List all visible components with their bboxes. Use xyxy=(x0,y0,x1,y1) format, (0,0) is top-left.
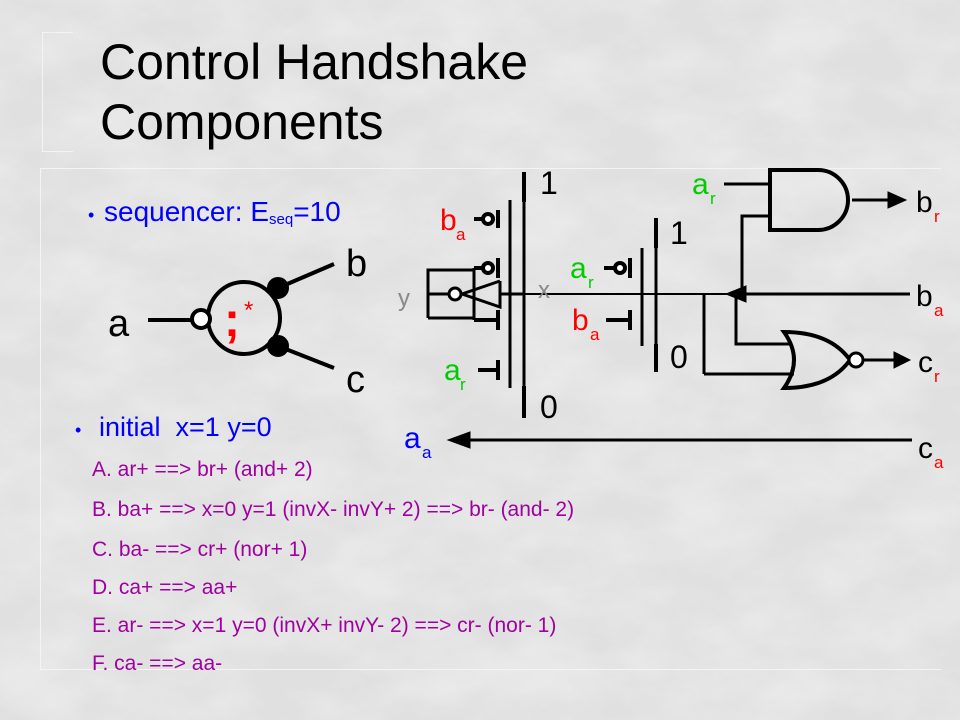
title-frame xyxy=(42,32,73,152)
node-y-label: y xyxy=(398,285,410,312)
seq-label-a: a xyxy=(108,303,130,345)
inverter-y-bubble xyxy=(447,286,463,302)
step-f: F. ca- ==> aa- xyxy=(92,652,223,675)
ca-to-aa-arrow xyxy=(446,431,471,449)
ba-to-nor-wire xyxy=(734,294,792,346)
cr-label-main: c xyxy=(918,346,933,379)
left-gate-2-bubble xyxy=(481,261,495,275)
ba-label-left-sub: a xyxy=(456,225,466,244)
ar-label-left-sub: r xyxy=(460,375,466,394)
nor-bubble xyxy=(847,351,865,369)
ar-label-right-sub: r xyxy=(588,273,594,292)
nor-out-arrow xyxy=(893,351,912,369)
right-gate-1-bubble xyxy=(613,261,627,275)
step-b: B. ba+ ==> x=0 y=1 (invX- invY+ 2) ==> b… xyxy=(92,498,575,521)
and-in-x xyxy=(740,214,770,294)
node-x-label: x xyxy=(538,277,550,304)
ar-label-right-main: a xyxy=(570,252,587,285)
sequencer-subscript: seq xyxy=(269,211,294,228)
ba-label-in-sub: a xyxy=(934,301,944,320)
ba-label-right-sub: a xyxy=(590,325,600,344)
bullet-dot: • xyxy=(88,205,95,225)
ca-label-main: c xyxy=(918,432,933,465)
title-line-1: Control Handshake xyxy=(100,34,529,90)
aa-label-main: a xyxy=(404,422,421,455)
and-gate xyxy=(768,168,850,232)
seq-out-b-dot xyxy=(267,277,289,299)
ba-label-right-main: b xyxy=(572,304,589,337)
left-gate-1-bubble xyxy=(481,212,495,226)
initial-text: initial x=1 y=0 xyxy=(99,412,272,442)
and-out-arrow xyxy=(887,191,908,209)
ar-label-left-main: a xyxy=(444,354,461,387)
br-label-main: b xyxy=(916,186,933,219)
page-title: Control Handshake Components xyxy=(100,32,528,152)
seq-label-c: c xyxy=(346,359,365,401)
vdd-left: 1 xyxy=(540,165,558,201)
ba-label-left-main: b xyxy=(440,204,457,237)
step-a: A. ar+ ==> br+ (and+ 2) xyxy=(92,458,313,481)
ar-label-top-sub: r xyxy=(710,189,716,208)
content-frame xyxy=(40,168,941,670)
sequencer-bullet: • sequencer: Eseq=10 xyxy=(88,196,341,228)
aa-label-sub: a xyxy=(422,443,432,462)
gnd-left: 0 xyxy=(540,389,558,425)
bullet-dot: • xyxy=(75,420,82,440)
initial-bullet: • initial x=1 y=0 xyxy=(75,412,272,443)
ba-label-in-main: b xyxy=(916,280,933,313)
vdd-right: 1 xyxy=(670,215,688,251)
sequencer-value: =10 xyxy=(293,196,341,227)
br-label-sub: r xyxy=(934,207,940,226)
gnd-right: 0 xyxy=(670,339,688,375)
seq-label-b: b xyxy=(346,243,367,285)
step-d: D. ca+ ==> aa+ xyxy=(92,576,238,599)
seq-out-c-dot xyxy=(267,335,289,357)
seq-star: * xyxy=(244,297,253,324)
sequencer-text: sequencer: E xyxy=(104,196,269,227)
ar-label-top-main: a xyxy=(692,168,709,201)
step-e: E. ar- ==> x=1 y=0 (invX+ invY- 2) ==> c… xyxy=(92,614,557,637)
ca-label-sub: a xyxy=(934,453,944,472)
seq-in-bubble xyxy=(190,308,212,330)
step-c: C. ba- ==> cr+ (nor+ 1) xyxy=(92,538,308,561)
cr-label-sub: r xyxy=(934,367,940,386)
seq-semicolon: ; xyxy=(224,294,240,347)
nor-gate xyxy=(780,329,853,391)
title-line-2: Components xyxy=(100,94,384,150)
inverter-y xyxy=(457,279,502,310)
